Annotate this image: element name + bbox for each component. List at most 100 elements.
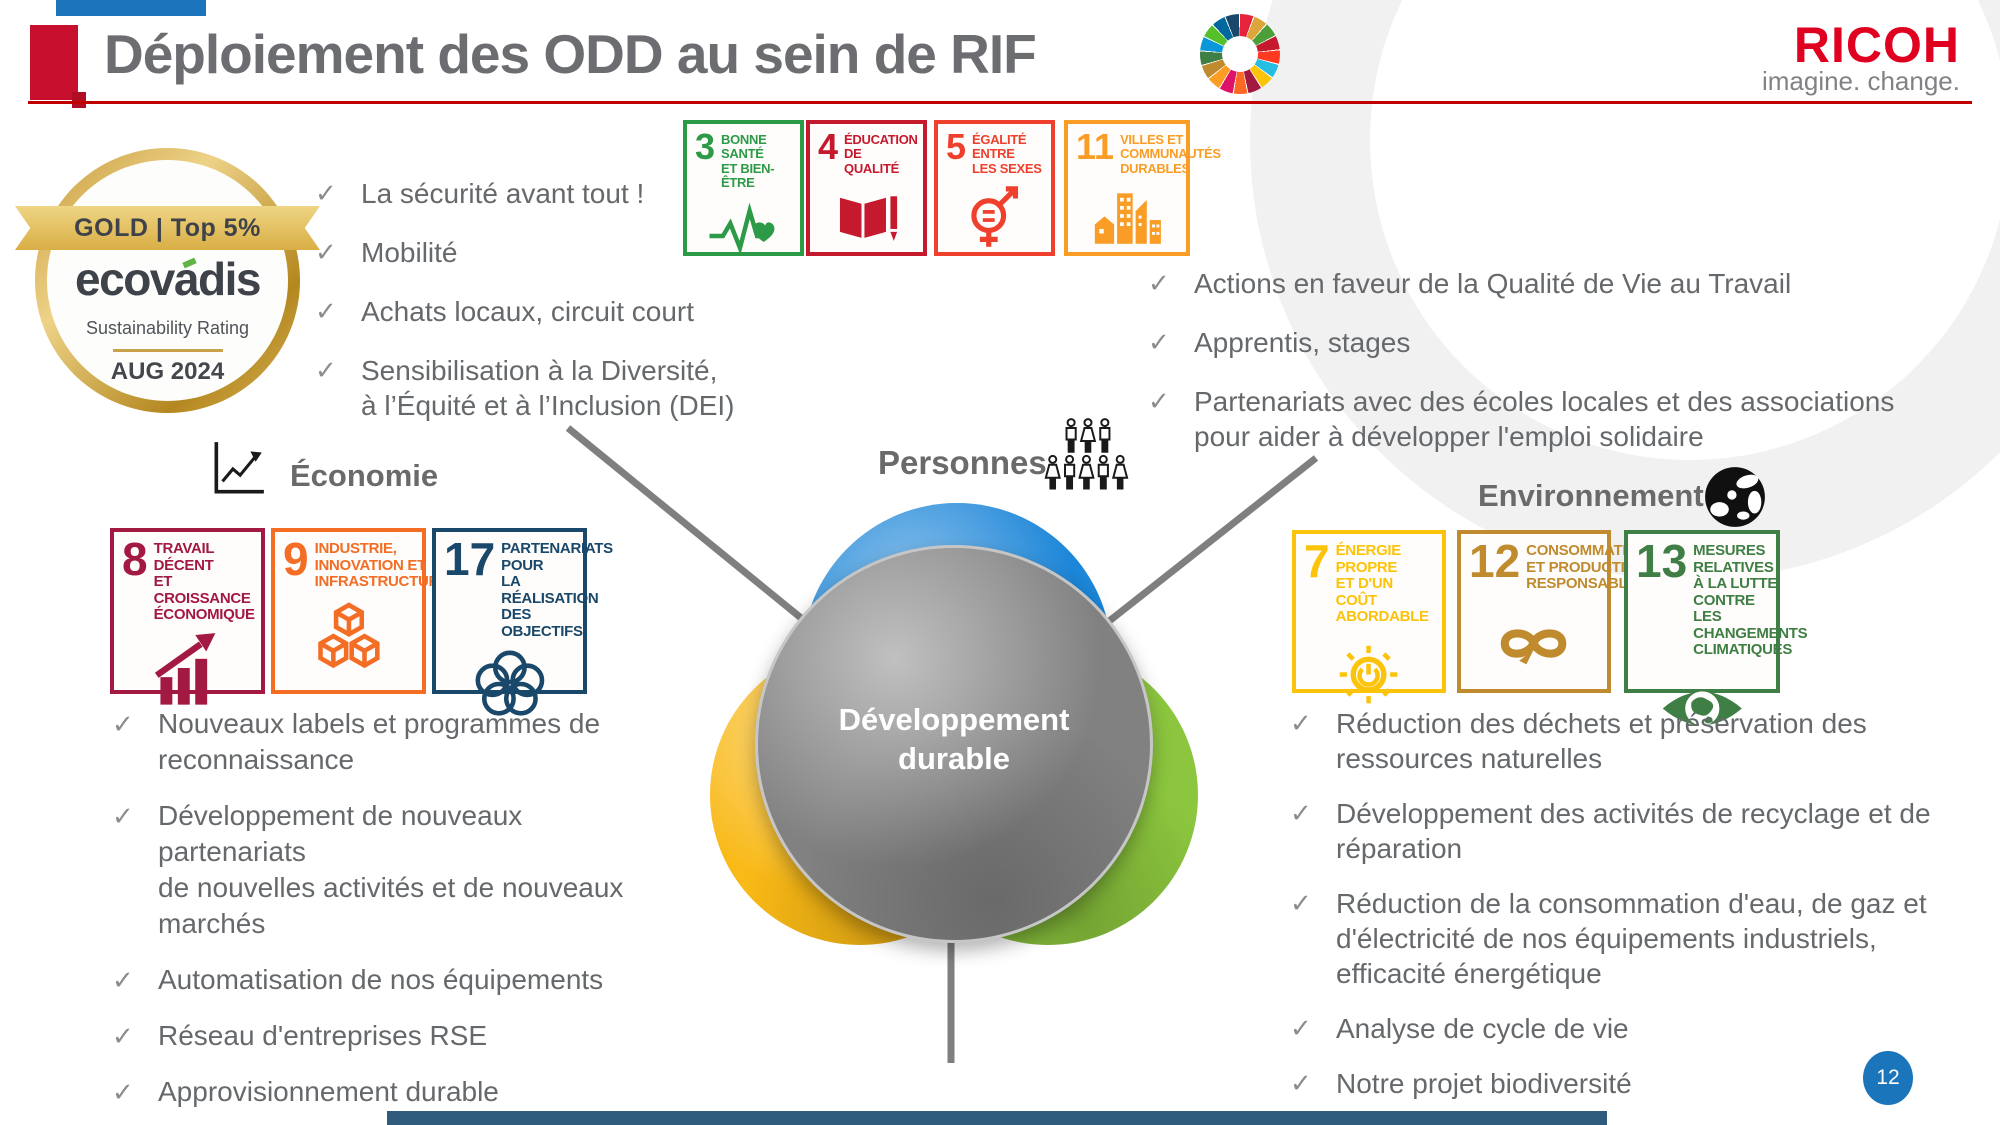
badge-subtitle: Sustainability Rating	[85, 318, 250, 338]
list-item: ✓Mobilité	[315, 237, 458, 268]
badge-date: AUG 2024	[110, 358, 225, 385]
sdg-card-13: 13 MESURES RELATIVES À LA LUTTE CONTRE L…	[1624, 530, 1808, 726]
section-label-economy: Économie	[290, 458, 439, 493]
sdg17-partnership-icon	[457, 640, 563, 732]
ecovadis-badge: GOLD | Top 5% ecovadis Sustainability Ra…	[15, 148, 320, 413]
checklist-economy: ✓Nouveaux labels et programmes de reconn…	[112, 706, 672, 1125]
sdg9-industry-icon	[296, 594, 402, 686]
sdg-title: TRAVAIL DÉCENT ET CROISSANCE ÉCONOMIQUE	[153, 540, 255, 623]
sdg-card-3: 3 BONNE SANTÉ ET BIEN-ÊTRE	[683, 120, 804, 256]
list-item: ✓Réduction des déchets et préservation d…	[1290, 708, 1867, 774]
check-icon: ✓	[1290, 1013, 1312, 1043]
check-icon: ✓	[1290, 1068, 1312, 1098]
sdg-number: 4	[818, 126, 839, 167]
sdg-card-7: 7 ÉNERGIE PROPRE ET D'UN COÛT ABORDABLE	[1292, 530, 1446, 703]
list-item: ✓Automatisation de nos équipements	[112, 962, 672, 998]
sdg-number: 11	[1076, 126, 1115, 167]
sdg-number: 9	[283, 533, 309, 585]
sdg-title: INDUSTRIE, INNOVATION ET INFRASTRUCTURE	[314, 540, 449, 590]
sdg-card-9: 9 INDUSTRIE, INNOVATION ET INFRASTRUCTUR…	[271, 528, 449, 694]
list-item: ✓Achats locaux, circuit court	[315, 296, 695, 327]
check-icon: ✓	[1148, 268, 1170, 298]
check-icon: ✓	[112, 1077, 134, 1107]
sdg-number: 7	[1304, 535, 1330, 587]
list-item: ✓Nouveaux labels et programmes de reconn…	[112, 706, 672, 778]
checklist-people-left: ✓La sécurité avant tout ! ✓Mobilité ✓Ach…	[315, 176, 775, 447]
sdg5-gender-equality-icon	[954, 177, 1035, 251]
sdg-title: ÉDUCATION DE QUALITÉ	[844, 132, 918, 176]
sdg8-growth-icon	[135, 624, 241, 716]
sdg11-city-icon	[1085, 177, 1170, 251]
check-icon: ✓	[315, 355, 337, 385]
section-label-environment: Environnement	[1478, 478, 1704, 513]
ricoh-tagline: imagine. change.	[1761, 66, 1960, 96]
sdg-number: 8	[122, 533, 148, 585]
list-item: ✓Actions en faveur de la Qualité de Vie …	[1148, 268, 1792, 299]
ricoh-logo: RICOH	[1793, 17, 1960, 73]
sdg12-consumption-icon	[1481, 596, 1586, 686]
sdg-card-8: 8 TRAVAIL DÉCENT ET CROISSANCE ÉCONOMIQU…	[110, 528, 265, 705]
venn-circle-center	[755, 545, 1153, 943]
sdg-number: 13	[1636, 535, 1688, 587]
check-icon: ✓	[1290, 888, 1312, 918]
bottom-bar	[387, 1111, 1607, 1125]
sdg3-health-icon	[703, 190, 784, 264]
header-rule	[28, 101, 1972, 104]
sdg-card-17: 17 PARTENARIATS POUR LA RÉALISATION DES …	[432, 528, 613, 716]
list-item: ✓Réseau d'entreprises RSE	[112, 1018, 672, 1054]
sdg4-education-icon	[826, 177, 907, 251]
check-icon: ✓	[112, 965, 134, 995]
check-icon: ✓	[1290, 708, 1312, 738]
sdg-title: CONSOMMATION ET PRODUCTION RESPONSABLES	[1526, 542, 1649, 592]
check-icon: ✓	[112, 1021, 134, 1051]
list-item: ✓Notre projet biodiversité	[1290, 1068, 1632, 1099]
list-item: ✓Partenariats avec des écoles locales et…	[1148, 386, 1895, 452]
sdg-title: PARTENARIATS POUR LA RÉALISATION DES OBJ…	[501, 540, 613, 640]
sdg-card-4: 4 ÉDUCATION DE QUALITÉ	[806, 120, 927, 256]
sdg-card-5: 5 ÉGALITÉ ENTRE LES SEXES	[934, 120, 1055, 256]
header-accent-square	[30, 25, 78, 100]
sdg-number: 12	[1469, 535, 1521, 587]
checklist-environment: ✓Réduction des déchets et préservation d…	[1290, 706, 1990, 1121]
venn-center-label: Développement durable	[838, 702, 1070, 776]
list-item: ✓Développement des activités de recyclag…	[1290, 798, 1931, 864]
sdg-title: ÉNERGIE PROPRE ET D'UN COÛT ABORDABLE	[1335, 542, 1429, 625]
sdg-title: BONNE SANTÉ ET BIEN-ÊTRE	[721, 132, 775, 190]
sdg7-energy-icon	[1316, 626, 1421, 716]
list-item: ✓Sensibilisation à la Diversité, à l’Équ…	[315, 355, 735, 421]
list-item: ✓Analyse de cycle de vie	[1290, 1013, 1629, 1044]
sdg-title: MESURES RELATIVES À LA LUTTE CONTRE LES …	[1693, 542, 1808, 658]
header-accent-bar	[56, 0, 206, 16]
sdg-number: 5	[946, 126, 967, 167]
people-group-icon	[1042, 418, 1134, 498]
sdg-wheel-icon	[1200, 14, 1280, 94]
sdg-number: 3	[695, 126, 716, 167]
sdg-card-11: 11 VILLES ET COMMUNAUTÉS DURABLES	[1064, 120, 1221, 256]
badge-inner	[47, 160, 288, 401]
list-item: ✓Approvisionnement durable	[112, 1074, 672, 1110]
sdg-title: VILLES ET COMMUNAUTÉS DURABLES	[1120, 132, 1221, 176]
check-icon: ✓	[315, 237, 337, 267]
sdg-card-12: 12 CONSOMMATION ET PRODUCTION RESPONSABL…	[1457, 530, 1648, 693]
checklist-people-right: ✓Actions en faveur de la Qualité de Vie …	[1148, 266, 1968, 478]
badge-divider	[113, 349, 223, 352]
list-item: ✓La sécurité avant tout !	[315, 178, 645, 209]
check-icon: ✓	[1148, 386, 1170, 416]
list-item: ✓Développement de nouveaux partenariats …	[112, 798, 672, 942]
sdg-number: 17	[444, 533, 496, 585]
list-item: ✓Apprentis, stages	[1148, 327, 1411, 358]
page-number-badge: 12	[1863, 1051, 1913, 1105]
ecovadis-wordmark: ecovadis	[75, 253, 261, 305]
sdg-title: ÉGALITÉ ENTRE LES SEXES	[972, 132, 1042, 176]
badge-ribbon: GOLD | Top 5%	[15, 206, 320, 250]
section-label-people: Personnes	[878, 444, 1047, 481]
check-icon: ✓	[112, 801, 134, 831]
page-number: 12	[1876, 1066, 1900, 1089]
growth-chart-icon	[206, 438, 268, 500]
globe-icon	[1702, 464, 1768, 530]
header-accent-square-small	[72, 92, 86, 108]
check-icon: ✓	[112, 709, 134, 739]
page-title: Déploiement des ODD au sein de RIF	[104, 23, 1037, 85]
